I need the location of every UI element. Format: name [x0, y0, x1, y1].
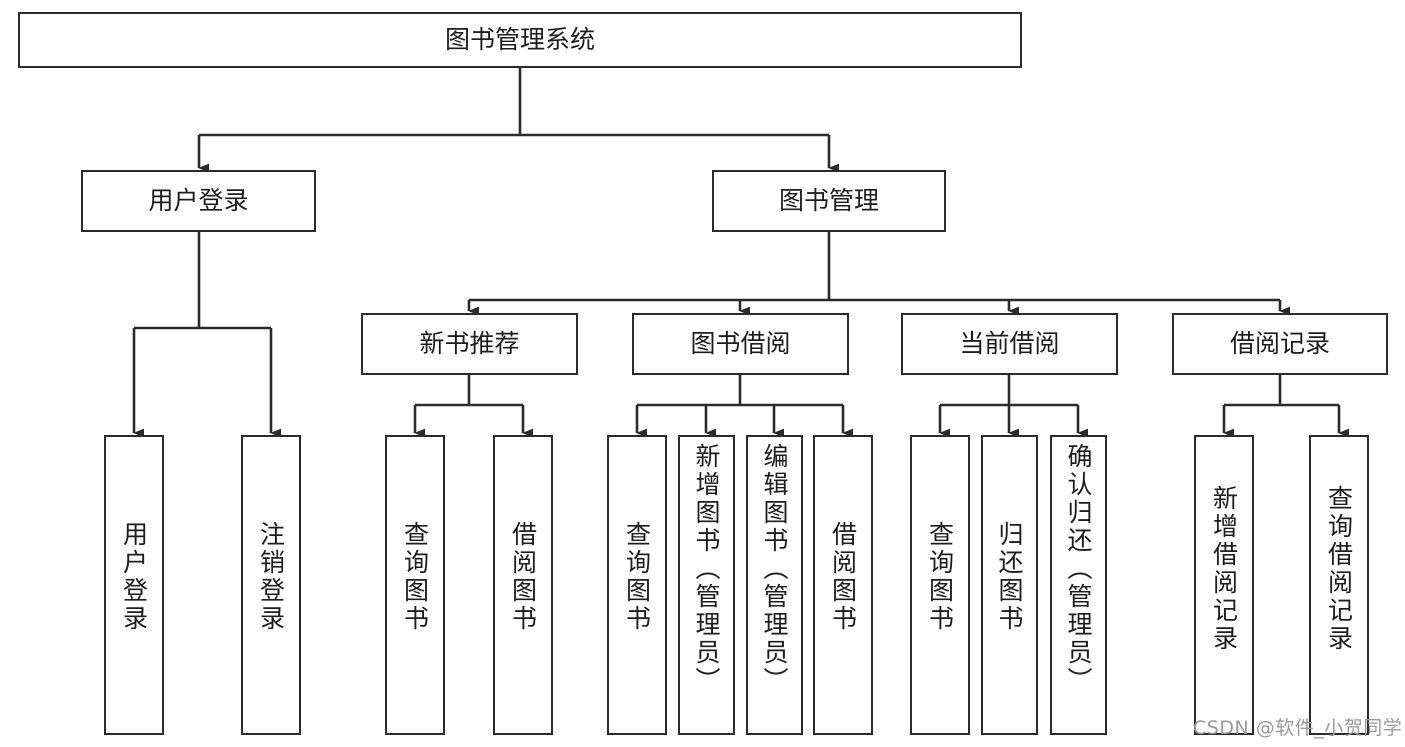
leaf-add-book-admin[interactable]: 新增图书（管理员） — [678, 435, 735, 735]
leaf-borrow-book-bb-label: 借阅图书 — [828, 521, 858, 633]
node-current-borrow-label: 当前借阅 — [959, 329, 1060, 358]
node-user-login[interactable]: 用户登录 — [81, 170, 316, 232]
leaf-logout-label: 注销登录 — [256, 521, 286, 633]
leaf-confirm-return-admin-label: 确认归还（管理员） — [1064, 443, 1093, 695]
node-borrow-record[interactable]: 借阅记录 — [1172, 313, 1388, 375]
leaf-edit-book-admin-label: 编辑图书（管理员） — [760, 443, 789, 695]
node-root-label: 图书管理系统 — [444, 25, 595, 54]
leaf-logout[interactable]: 注销登录 — [241, 435, 301, 735]
leaf-return-book-label: 归还图书 — [995, 521, 1024, 633]
leaf-user-login-label: 用户登录 — [119, 521, 149, 633]
node-borrow-record-label: 借阅记录 — [1229, 329, 1330, 358]
leaf-query-borrow-record[interactable]: 查询借阅记录 — [1309, 435, 1369, 735]
node-book-borrow-label: 图书借阅 — [690, 329, 791, 358]
leaf-user-login[interactable]: 用户登录 — [104, 435, 164, 735]
leaf-borrow-book-nb[interactable]: 借阅图书 — [493, 435, 553, 735]
node-book-management[interactable]: 图书管理 — [712, 170, 946, 232]
node-book-management-label: 图书管理 — [778, 186, 879, 215]
node-new-book-recommend-label: 新书推荐 — [419, 329, 520, 358]
leaf-query-book-cb[interactable]: 查询图书 — [910, 435, 970, 735]
leaf-edit-book-admin[interactable]: 编辑图书（管理员） — [746, 435, 803, 735]
leaf-add-borrow-record-label: 新增借阅记录 — [1209, 485, 1239, 653]
leaf-add-borrow-record[interactable]: 新增借阅记录 — [1194, 435, 1254, 735]
leaf-borrow-book-nb-label: 借阅图书 — [508, 521, 538, 633]
leaf-borrow-book-bb[interactable]: 借阅图书 — [813, 435, 873, 735]
leaf-add-book-admin-label: 新增图书（管理员） — [692, 443, 721, 695]
leaf-confirm-return-admin[interactable]: 确认归还（管理员） — [1050, 435, 1107, 735]
node-root-book-management-system[interactable]: 图书管理系统 — [18, 12, 1022, 68]
leaf-query-book-cb-label: 查询图书 — [925, 521, 955, 633]
node-book-borrow[interactable]: 图书借阅 — [632, 313, 849, 375]
leaf-query-book-nb-label: 查询图书 — [400, 521, 430, 633]
node-current-borrow[interactable]: 当前借阅 — [901, 313, 1118, 375]
leaf-query-borrow-record-label: 查询借阅记录 — [1324, 485, 1354, 653]
leaf-query-book-bb[interactable]: 查询图书 — [607, 435, 667, 735]
leaf-return-book[interactable]: 归还图书 — [981, 435, 1038, 735]
leaf-query-book-bb-label: 查询图书 — [622, 521, 652, 633]
node-user-login-label: 用户登录 — [148, 186, 249, 215]
leaf-query-book-nb[interactable]: 查询图书 — [385, 435, 445, 735]
node-new-book-recommend[interactable]: 新书推荐 — [361, 313, 578, 375]
